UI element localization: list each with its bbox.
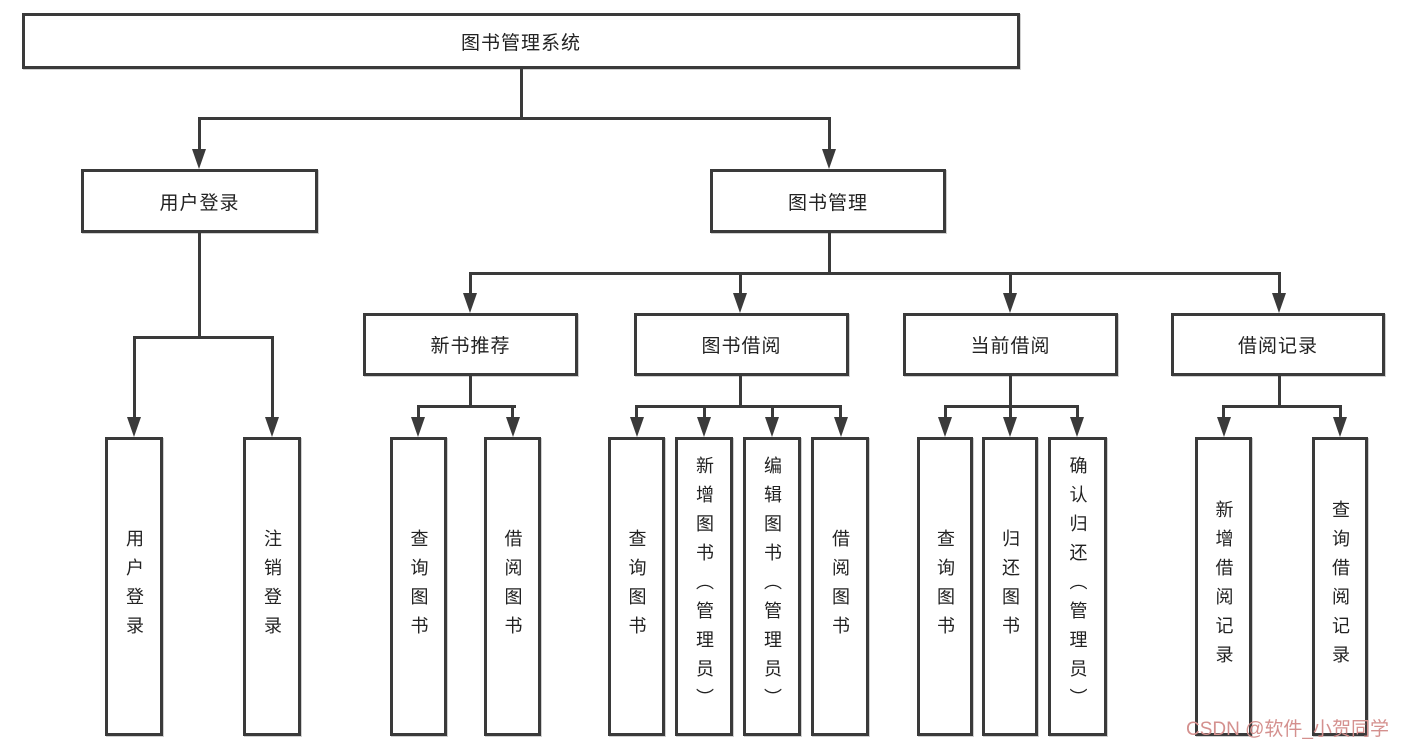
arrowhead-down-icon bbox=[1216, 417, 1231, 437]
leaf-user-login-label: 用户登录 bbox=[124, 528, 144, 645]
arrowhead-down-icon bbox=[697, 417, 711, 437]
node-user-login-branch-label: 用户登录 bbox=[159, 192, 240, 214]
leaf-logout: 注销登录 bbox=[243, 437, 301, 736]
connector-nbr-rail bbox=[416, 405, 516, 408]
leaf-bb-borrow-books: 借阅图书 bbox=[811, 437, 869, 736]
leaf-nbr-query-books: 查询图书 bbox=[390, 437, 447, 736]
arrowhead-down-icon bbox=[765, 417, 779, 437]
connector-stub bbox=[1222, 405, 1225, 417]
connector-stub bbox=[197, 117, 201, 149]
connector-stub bbox=[132, 336, 136, 417]
leaf-cb-confirm-return-admin-label: 确认归还（管理员） bbox=[1067, 456, 1088, 717]
arrowhead-down-icon bbox=[463, 293, 477, 313]
leaf-nbr-borrow-books: 借阅图书 bbox=[484, 437, 541, 736]
connector-root-rail bbox=[197, 117, 831, 120]
connector-stub bbox=[511, 405, 514, 417]
connector-stub bbox=[738, 272, 742, 293]
connector-stub bbox=[635, 405, 638, 417]
connector-stub bbox=[1008, 405, 1012, 417]
connector-stub bbox=[416, 405, 420, 417]
connector-bb-drop bbox=[738, 376, 742, 405]
arrowhead-down-icon bbox=[833, 417, 848, 437]
node-book-mgmt: 图书管理 bbox=[710, 169, 946, 233]
arrowhead-down-icon bbox=[733, 293, 747, 313]
arrowhead-down-icon bbox=[1333, 417, 1347, 437]
node-root: 图书管理系统 bbox=[22, 13, 1020, 69]
leaf-bb-edit-books-admin-label: 编辑图书（管理员） bbox=[762, 456, 782, 717]
leaf-bb-borrow-books-label: 借阅图书 bbox=[830, 528, 850, 645]
connector-stub bbox=[1008, 272, 1012, 293]
connector-br-rail bbox=[1222, 405, 1342, 408]
connector-stub bbox=[1277, 272, 1281, 293]
leaf-nbr-borrow-books-label: 借阅图书 bbox=[502, 528, 523, 645]
node-current-borrow: 当前借阅 bbox=[903, 313, 1118, 376]
node-user-login-branch: 用户登录 bbox=[81, 169, 318, 233]
leaf-cb-query-books: 查询图书 bbox=[917, 437, 973, 736]
leaf-user-login: 用户登录 bbox=[105, 437, 163, 736]
leaf-cb-query-books-label: 查询图书 bbox=[935, 528, 955, 645]
leaf-nbr-query-books-label: 查询图书 bbox=[408, 528, 429, 645]
leaf-cb-return-books-label: 归还图书 bbox=[1000, 528, 1020, 645]
connector-nbr-drop bbox=[468, 376, 472, 405]
connector-stub bbox=[1075, 405, 1079, 417]
arrowhead-down-icon bbox=[1003, 417, 1017, 437]
arrowhead-down-icon bbox=[938, 417, 952, 437]
connector-stub bbox=[839, 405, 842, 417]
connector-br-drop bbox=[1277, 376, 1281, 405]
arrowhead-down-icon bbox=[1272, 293, 1286, 313]
node-book-borrow: 图书借阅 bbox=[634, 313, 849, 376]
arrowhead-down-icon bbox=[192, 149, 206, 169]
node-borrow-record: 借阅记录 bbox=[1171, 313, 1385, 376]
leaf-cb-return-books: 归还图书 bbox=[982, 437, 1038, 736]
connector-stub bbox=[270, 336, 274, 417]
connector-user-drop bbox=[197, 233, 201, 336]
connector-stub bbox=[468, 272, 472, 293]
node-current-borrow-label: 当前借阅 bbox=[970, 336, 1051, 357]
connector-mgmt-drop bbox=[827, 233, 831, 272]
arrowhead-down-icon bbox=[411, 417, 425, 437]
node-borrow-record-label: 借阅记录 bbox=[1237, 336, 1318, 357]
leaf-br-add-record-label: 新增借阅记录 bbox=[1213, 499, 1234, 674]
leaf-bb-query-books: 查询图书 bbox=[608, 437, 665, 736]
arrowhead-down-icon bbox=[1070, 417, 1084, 437]
connector-stub bbox=[1338, 405, 1342, 417]
leaf-bb-add-books-admin: 新增图书（管理员） bbox=[675, 437, 733, 736]
connector-bb-rail bbox=[635, 405, 842, 408]
leaf-cb-confirm-return-admin: 确认归还（管理员） bbox=[1048, 437, 1107, 736]
leaf-bb-edit-books-admin: 编辑图书（管理员） bbox=[743, 437, 801, 736]
arrowhead-down-icon bbox=[822, 149, 836, 169]
leaf-bb-query-books-label: 查询图书 bbox=[626, 528, 647, 645]
connector-stub bbox=[827, 117, 831, 149]
csdn-watermark: CSDN @软件_小贺同学 bbox=[1186, 719, 1389, 740]
node-root-label: 图书管理系统 bbox=[460, 32, 581, 54]
leaf-br-query-record: 查询借阅记录 bbox=[1312, 437, 1368, 736]
leaf-br-query-record-label: 查询借阅记录 bbox=[1330, 499, 1350, 674]
connector-user-rail bbox=[132, 336, 274, 339]
arrowhead-down-icon bbox=[505, 417, 520, 437]
node-book-mgmt-label: 图书管理 bbox=[787, 192, 868, 214]
leaf-bb-add-books-admin-label: 新增图书（管理员） bbox=[694, 456, 714, 717]
connector-stub bbox=[702, 405, 706, 417]
connector-cb-drop bbox=[1008, 376, 1012, 405]
arrowhead-down-icon bbox=[127, 417, 141, 437]
connector-root-drop bbox=[519, 69, 523, 117]
leaf-br-add-record: 新增借阅记录 bbox=[1195, 437, 1252, 736]
connector-mgmt-rail bbox=[468, 272, 1281, 275]
leaf-logout-label: 注销登录 bbox=[262, 528, 282, 645]
node-new-book-rec-label: 新书推荐 bbox=[430, 336, 511, 357]
arrowhead-down-icon bbox=[265, 417, 279, 437]
node-book-borrow-label: 图书借阅 bbox=[701, 336, 782, 357]
arrowhead-down-icon bbox=[629, 417, 644, 437]
connector-stub bbox=[943, 405, 947, 417]
connector-stub bbox=[770, 405, 774, 417]
node-new-book-rec: 新书推荐 bbox=[363, 313, 578, 376]
arrowhead-down-icon bbox=[1003, 293, 1017, 313]
